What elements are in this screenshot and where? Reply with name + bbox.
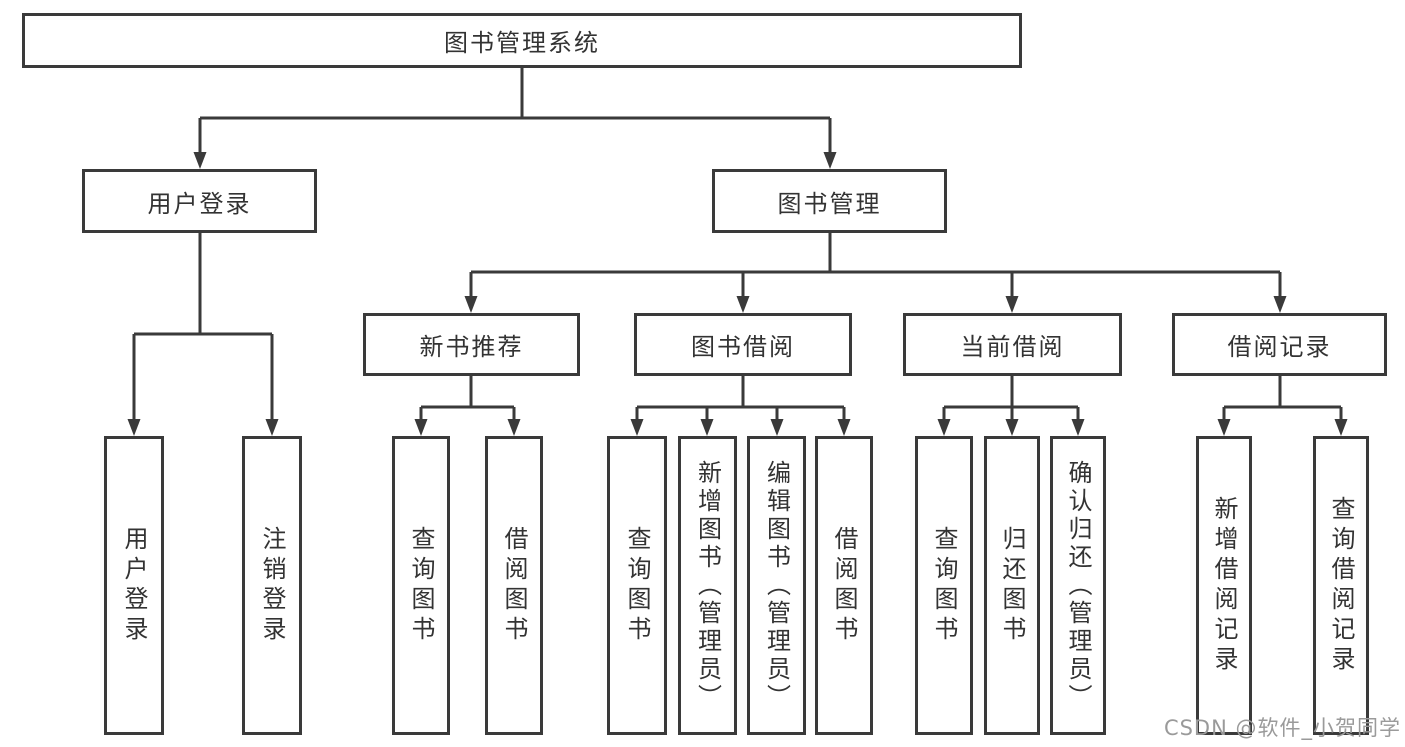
node-book-borrow: 图书借阅 [634,313,852,376]
leaf-logout: 注销登录 [242,436,302,735]
arrowhead [823,152,837,169]
arrowhead [630,419,644,436]
arrowhead [1005,296,1019,313]
leaf-nb-query-books: 查询图书 [392,436,450,735]
leaf-bb-add-books-admin-label: 新增图书（管理员） [693,459,722,712]
arrowhead [193,152,207,169]
leaf-logout-label: 注销登录 [258,525,286,646]
leaf-br-query-record: 查询借阅记录 [1313,436,1369,735]
node-book-management-label: 图书管理 [777,189,882,218]
connector-book-mgmt-to-level3 [469,233,1282,300]
leaf-user-login: 用户登录 [104,436,164,735]
connector-book-borrow-children [635,376,846,423]
leaf-br-add-record: 新增借阅记录 [1196,436,1252,735]
arrowhead [736,296,750,313]
arrowhead [1273,296,1287,313]
leaf-br-query-record-label: 查询借阅记录 [1327,495,1355,676]
node-new-book-recommend-label: 新书推荐 [419,333,524,361]
node-new-book-recommend: 新书推荐 [363,313,580,376]
arrowhead [265,419,279,436]
node-book-management: 图书管理 [712,169,947,233]
arrowhead [700,419,714,436]
node-user-login-label: 用户登录 [147,189,252,218]
leaf-nb-borrow-books: 借阅图书 [485,436,543,735]
leaf-bb-edit-books-admin-label: 编辑图书（管理员） [762,459,791,712]
connector-root-to-level2 [198,68,832,156]
leaf-bb-edit-books-admin: 编辑图书（管理员） [747,436,806,735]
leaf-user-login-label: 用户登录 [120,525,148,646]
arrowhead [1005,419,1019,436]
arrowhead [464,296,478,313]
watermark: CSDN @软件_小贺同学 [1163,716,1401,740]
node-user-login: 用户登录 [82,169,317,233]
connector-new-book-children [419,376,516,423]
leaf-bb-borrow-books: 借阅图书 [815,436,873,735]
arrowhead [414,419,428,436]
leaf-nb-query-books-label: 查询图书 [407,525,435,646]
arrowhead [770,419,784,436]
node-borrow-records: 借阅记录 [1172,313,1387,376]
node-book-borrow-label: 图书借阅 [691,333,795,361]
arrowhead [937,419,951,436]
arrowhead [507,419,521,436]
node-root: 图书管理系统 [22,13,1022,68]
leaf-bb-add-books-admin: 新增图书（管理员） [678,436,737,735]
connector-user-login-children [132,233,274,423]
arrowhead [837,419,851,436]
leaf-cb-confirm-return-admin-label: 确认归还（管理员） [1064,459,1092,712]
arrowhead [1217,419,1231,436]
leaf-cb-query-books-label: 查询图书 [930,525,958,646]
leaf-cb-return-books-label: 归还图书 [998,525,1026,646]
arrowhead [1334,419,1348,436]
node-borrow-records-label: 借阅记录 [1227,333,1332,361]
node-current-borrow-label: 当前借阅 [960,333,1065,361]
leaf-bb-borrow-books-label: 借阅图书 [830,525,858,646]
node-root-label: 图书管理系统 [444,29,600,57]
node-current-borrow: 当前借阅 [903,313,1122,376]
connector-borrow-records-children [1222,376,1343,423]
leaf-cb-query-books: 查询图书 [915,436,973,735]
leaf-bb-query-books: 查询图书 [607,436,667,735]
leaf-bb-query-books-label: 查询图书 [623,525,651,646]
leaf-nb-borrow-books-label: 借阅图书 [500,525,528,646]
leaf-cb-return-books: 归还图书 [984,436,1040,735]
leaf-br-add-record-label: 新增借阅记录 [1210,495,1238,676]
leaf-cb-confirm-return-admin: 确认归还（管理员） [1050,436,1106,735]
arrowhead [1071,419,1085,436]
arrowhead [127,419,141,436]
connector-current-borrow-children [942,376,1080,423]
